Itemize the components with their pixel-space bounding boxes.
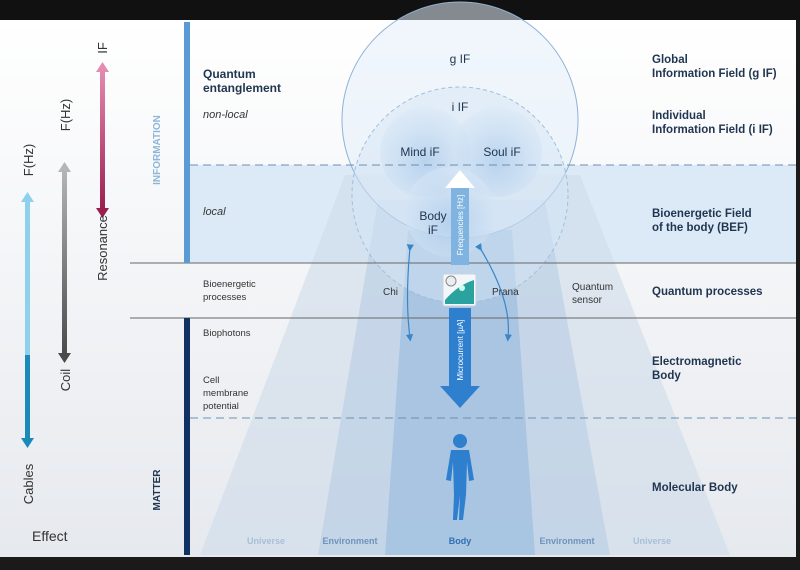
bottom-label-body: Body [449,536,472,546]
electromagnetic-line2: Body [652,370,681,382]
right-black-edge [796,20,800,557]
global-if-line1: Global [652,54,688,66]
cables-top-label: F(Hz) [21,144,36,177]
bioenergetic-processes-line2: processes [203,292,247,303]
prana-label: Prana [492,287,519,298]
human-body-icon [446,434,474,520]
bef-line1: Bioenergetic Field [652,208,752,220]
body-if-circle [405,167,495,257]
bef-line2: of the body (BEF) [652,222,748,234]
cell-membrane-line3: potential [203,401,239,412]
resonance-top-label: IF [95,42,110,54]
quantum-sensor-line1: Quantum [572,282,613,293]
matter-bar [184,318,190,555]
mind-if-label: Mind iF [400,145,439,159]
cell-membrane-line2: membrane [203,388,248,399]
global-if-line2: Information Field (g IF) [652,68,777,80]
information-bar [184,22,190,263]
chi-arrow [405,244,414,342]
information-label: INFORMATION [152,115,163,185]
quantum-sensor-icon [442,273,477,307]
coil-arrow [58,162,71,363]
bottom-label-environment-left: Environment [322,536,377,546]
cables-bottom-label: Cables [21,463,36,504]
bottom-label-universe-right: Universe [633,536,671,546]
molecular-body-label: Molecular Body [652,482,738,494]
soul-if-label: Soul iF [483,145,520,159]
effect-label: Effect [32,528,68,544]
microcurrent-arrow [440,308,480,408]
local-label: local [203,206,226,218]
g-if-label: g IF [450,52,471,66]
quantum-sensor-line2: sensor [572,295,603,306]
quantum-entanglement-line1: Quantum [203,67,256,81]
cables-arrow [21,192,34,448]
bioenergetic-processes-line1: Bioenergetic [203,279,256,290]
individual-if-line2: Information Field (i IF) [652,124,773,136]
resonance-arrow [96,62,109,218]
coil-top-label: F(Hz) [58,99,73,132]
quantum-entanglement-line2: entanglement [203,81,281,95]
frequencies-arrow [445,170,475,265]
biophotons-label: Biophotons [203,328,251,339]
microcurrent-label: Microcurrent [µA] [456,319,465,380]
bottom-label-universe-left: Universe [247,536,285,546]
matter-label: MATTER [152,469,163,511]
top-black-bar [0,0,800,20]
body-if-line2: iF [428,223,438,237]
coil-bottom-label: Coil [58,369,73,392]
i-if-label: i IF [452,100,469,114]
individual-if-line1: Individual [652,110,706,122]
prana-arrow [475,243,512,342]
non-local-label: non-local [203,109,248,121]
bottom-black-bar [0,557,800,570]
frequencies-label: Frequencies [Hz] [456,195,465,255]
quantum-processes-label: Quantum processes [652,286,763,298]
electromagnetic-line1: Electromagnetic [652,356,742,368]
cell-membrane-line1: Cell [203,375,219,386]
resonance-bottom-label: Resonance [95,215,110,281]
chi-label: Chi [383,287,398,298]
body-if-line1: Body [419,209,446,223]
bottom-label-environment-right: Environment [539,536,594,546]
